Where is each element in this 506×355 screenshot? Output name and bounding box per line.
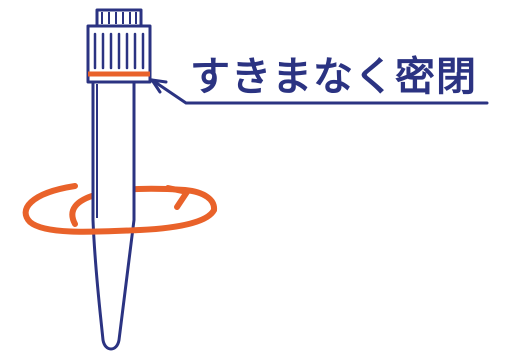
rotation-arrow-icon: [22, 183, 217, 235]
centrifuge-tube-icon: [86, 8, 152, 351]
tube-body: [91, 80, 136, 351]
callout-leader: [150, 78, 489, 105]
rotation-arrow-back: [69, 185, 218, 227]
callout-label: すきまなく密閉: [190, 54, 477, 100]
tube-cap-top: [95, 8, 143, 28]
